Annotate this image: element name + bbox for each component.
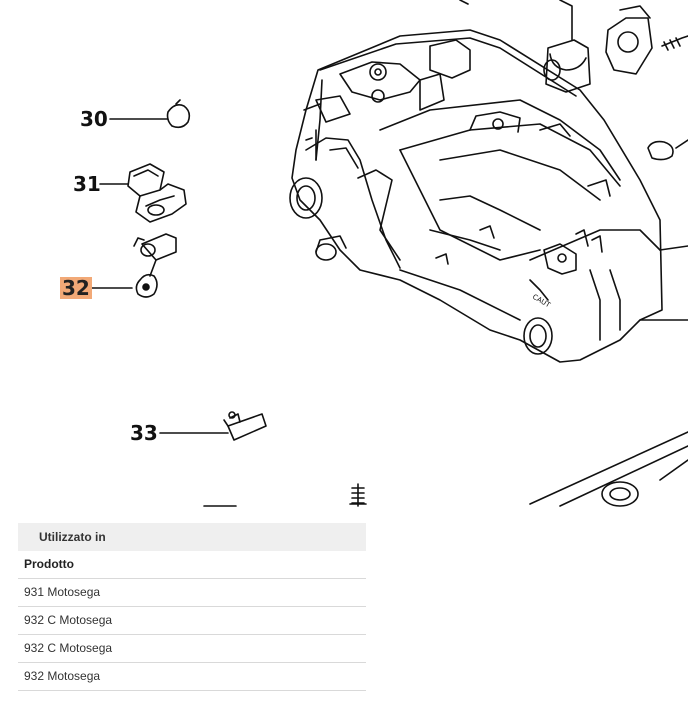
product-column-header: Prodotto xyxy=(18,551,366,579)
callout-31[interactable]: 31 xyxy=(73,172,101,196)
product-link[interactable]: 932 Motosega xyxy=(24,669,101,683)
callout-30[interactable]: 30 xyxy=(80,107,108,131)
callout-33[interactable]: 33 xyxy=(130,421,158,445)
part-31-bellow xyxy=(127,163,187,223)
table-row[interactable]: 932 C Motosega xyxy=(18,635,366,663)
used-in-header: Utilizzato in xyxy=(18,523,366,551)
product-link[interactable]: 932 C Motosega xyxy=(24,613,113,627)
screw xyxy=(349,483,367,507)
diagram-drawing: CAUT xyxy=(89,0,688,507)
used-in-table: Utilizzato in Prodotto 931 Motosega 932 … xyxy=(18,523,366,691)
callout-32-highlighted[interactable]: 32 xyxy=(60,276,92,300)
product-link[interactable]: 932 C Motosega xyxy=(24,641,113,655)
table-row[interactable]: 931 Motosega xyxy=(18,579,366,607)
part-33-plate xyxy=(223,411,267,441)
table-row[interactable]: 932 Motosega xyxy=(18,663,366,691)
housing-mark: CAUT xyxy=(531,293,552,310)
top-parts xyxy=(459,0,688,161)
exploded-parts-diagram: CAUT 30 31 32 33 xyxy=(60,0,688,507)
part-30-cap xyxy=(166,99,191,129)
product-link[interactable]: 931 Motosega xyxy=(24,585,101,599)
part-32-lever xyxy=(133,233,177,298)
table-row[interactable]: 932 C Motosega xyxy=(18,607,366,635)
crankcase-housing xyxy=(289,29,688,363)
guide-bar xyxy=(203,431,688,507)
